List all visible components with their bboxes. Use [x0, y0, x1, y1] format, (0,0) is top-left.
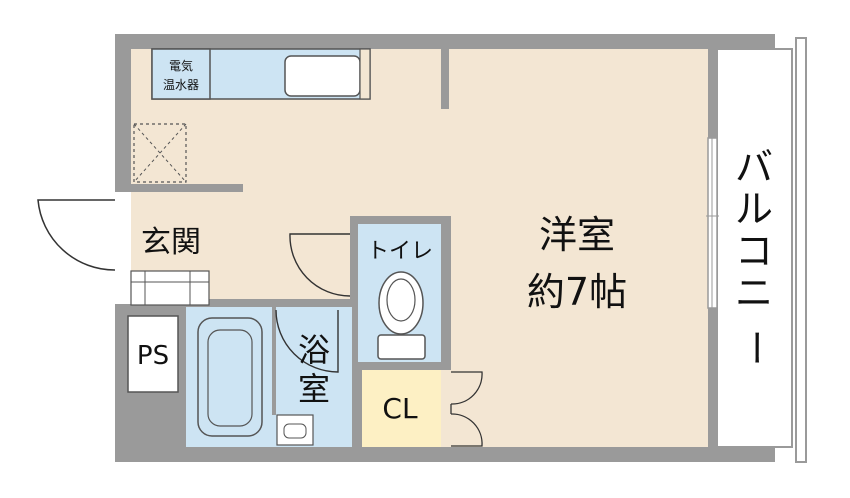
- closet-door-lower: [450, 413, 483, 447]
- wall-hall-upper: [131, 184, 243, 192]
- closet-floor: [362, 370, 441, 447]
- balcony-label-4: ー: [732, 329, 776, 367]
- bathtub-inner: [207, 329, 253, 427]
- kitchen-sink: [284, 55, 361, 97]
- water-heater-label-2: 温水器: [163, 78, 199, 92]
- bathroom-door-swing: [275, 309, 339, 373]
- balcony-label-1: ル: [735, 187, 773, 231]
- bathroom-label-1: 浴: [298, 331, 330, 369]
- wall-toilet-block-left: [350, 216, 358, 300]
- closet-label: CL: [382, 392, 418, 425]
- balcony-label-2: コ: [735, 229, 773, 273]
- wall-toilet-top: [350, 216, 451, 224]
- water-heater-label-1: 電気: [169, 58, 193, 73]
- toilet-door-swing: [289, 233, 351, 297]
- washer-space-x2: [133, 123, 187, 183]
- toilet-label: トイレ: [367, 239, 433, 264]
- entrance-door-swing: [37, 199, 116, 271]
- balcony-label-0: バ: [735, 145, 773, 189]
- wall-entrance-left: [115, 192, 131, 304]
- washer-space: [133, 123, 187, 183]
- wall-kitchen-divider: [441, 49, 449, 109]
- western-room-label-1: 洋室: [539, 213, 615, 257]
- bathroom-divider: [272, 307, 276, 415]
- wall-closet-left: [352, 362, 362, 447]
- balcony-area: [716, 48, 793, 448]
- bathroom-label-2: 室: [298, 370, 330, 408]
- toilet-tank: [377, 334, 426, 360]
- entrance-step: [130, 270, 210, 306]
- wall-toilet-block-right: [441, 216, 451, 366]
- wall-closet-top: [358, 362, 451, 370]
- ps-box: [127, 315, 179, 393]
- refrigerator-slot: [359, 48, 371, 100]
- water-heater-box: [151, 48, 211, 100]
- western-room-label-2: 約7帖: [527, 270, 627, 314]
- wall-bath-top: [186, 299, 358, 307]
- wash-basin-bowl: [283, 423, 307, 439]
- toilet-seat: [386, 278, 416, 322]
- ps-label: PS: [137, 341, 169, 371]
- balcony-label-3: ニ: [735, 271, 773, 315]
- entrance-label: 玄関: [141, 225, 201, 260]
- closet-door-upper: [450, 371, 483, 405]
- balcony-rail: [795, 37, 807, 463]
